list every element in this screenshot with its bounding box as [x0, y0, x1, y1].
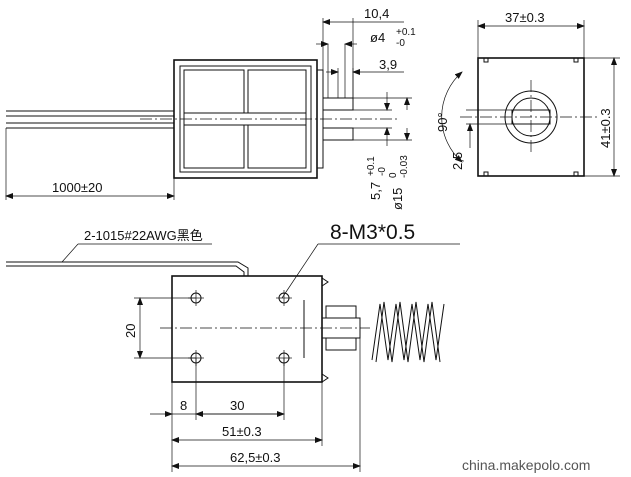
dim-total-length: 62,5±0.3: [230, 450, 281, 465]
top-frame: [171, 275, 323, 383]
top-view: 2-1015#22AWG黑色 8-M3*0.5: [6, 221, 460, 472]
dim-large-dia-tol-upper: 0: [388, 172, 399, 178]
dim-frame-length: 51±0.3: [222, 424, 262, 439]
front-view: 10,4 ø4 +0.1 -0 3,9 5,7 +0.1 -0 ø15 0: [5, 6, 416, 210]
coil-winding-bottom-right: [247, 124, 307, 169]
angle-arc: [441, 71, 463, 163]
top-plunger-end-lower: [325, 337, 357, 351]
dim-large-dia-tol-lower: -0.03: [399, 155, 410, 178]
wire-spec-label: 2-1015#22AWG黑色: [84, 228, 203, 243]
top-lead-wire: [6, 261, 249, 276]
dim-overall-top: 10,4: [364, 6, 389, 21]
dim-angle: 90°: [435, 112, 450, 132]
dim-small-dia-tol-upper: +0.1: [366, 156, 377, 176]
thread-spec-label: 8-M3*0.5: [330, 221, 415, 244]
dim-side-height: 41±0.3: [598, 108, 613, 148]
dim-bore-main: ø4: [370, 30, 385, 45]
coil-winding-bottom-left: [183, 124, 245, 169]
spring: [371, 303, 445, 361]
dim-hole-pitch-v: 20: [123, 324, 138, 338]
dim-large-dia-main: ø15: [390, 188, 405, 210]
lead-wires: [6, 110, 174, 129]
plunger-end-upper: [322, 97, 354, 111]
top-plunger-end-upper: [325, 305, 357, 319]
dim-bore-tol-lower: -0: [396, 38, 405, 49]
dim-lead-length: 1000±20: [52, 180, 103, 195]
coil-winding-top-right: [247, 69, 307, 114]
dim-small-dia-main: 5,7: [368, 182, 383, 200]
dim-side-width: 37±0.3: [505, 10, 545, 25]
side-view: 37±0.3 41±0.3 90° 2,5: [435, 10, 620, 177]
dim-bore-tol-upper: +0.1: [396, 27, 416, 38]
coil-winding-top-left: [183, 69, 245, 114]
dim-edge-offset: 8: [180, 398, 187, 413]
dim-small-dia-tol-lower: -0: [377, 167, 388, 176]
watermark: china.makepolo.com: [462, 457, 590, 473]
dim-step: 3,9: [379, 57, 397, 72]
dim-side-depth: 2,5: [450, 152, 465, 170]
plunger-end-lower: [322, 127, 354, 141]
dim-hole-pitch-h: 30: [230, 398, 244, 413]
